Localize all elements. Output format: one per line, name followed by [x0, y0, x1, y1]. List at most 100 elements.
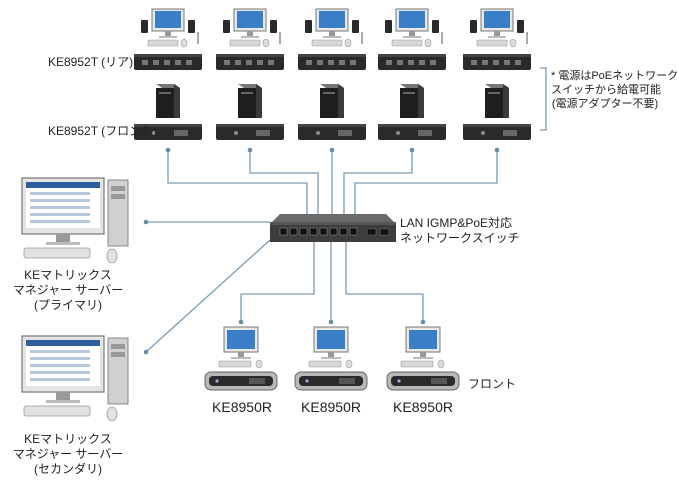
tower-pc-icon: [238, 84, 262, 118]
speaker-icon: [432, 20, 439, 33]
mouse-icon: [255, 359, 263, 369]
secondary-server-label: KEマトリックス マネジャー サーバー (セカンダリ): [8, 432, 128, 477]
transmitter-column: [134, 8, 202, 140]
switch-port: [319, 227, 328, 236]
keyboard-icon: [23, 247, 91, 259]
power-note: * 電源はPoEネットワーク スイッチから給電可能 (電源アダプター不要): [551, 69, 678, 111]
tower-pc-icon: [485, 84, 509, 118]
mouse-icon: [345, 359, 353, 369]
ke8952t-rear-unit: [463, 54, 531, 70]
ke8950r-unit: [204, 371, 278, 391]
keyboard-icon: [147, 39, 179, 47]
ke8950r-unit: [386, 371, 460, 391]
power-note-line: * 電源はPoEネットワーク: [551, 70, 678, 82]
switch-port: [349, 227, 358, 236]
switch-port: [299, 227, 308, 236]
speaker-icon: [352, 20, 359, 33]
switch-label: LAN IGMP&PoE対応 ネットワークスイッチ: [400, 216, 520, 246]
primary-label-line: マネジャー サーバー: [12, 283, 124, 297]
speaker-icon: [470, 20, 477, 33]
ke8952t-front-unit: [298, 124, 366, 140]
ke8952t-front-unit: [216, 124, 284, 140]
receiver-model-1: KE8950R: [212, 399, 272, 415]
ke8952t-rear-unit: [298, 54, 366, 70]
rear-label: KE8952T (リア): [48, 55, 134, 69]
speaker-icon: [270, 20, 277, 33]
mouse-icon: [424, 38, 432, 48]
speaker-icon: [517, 20, 524, 33]
ke8952t-rear-unit: [216, 54, 284, 70]
mouse-icon: [106, 248, 118, 264]
tower-pc-icon: [400, 84, 424, 118]
switch-port: [309, 227, 318, 236]
ke8952t-front-unit: [463, 124, 531, 140]
receiver-column: [386, 326, 460, 391]
transmitter-column: [463, 8, 531, 140]
network-switch: [270, 214, 396, 242]
connection-lines: [145, 67, 547, 353]
monitor-icon: [480, 8, 514, 38]
keyboard-icon: [218, 360, 252, 368]
receiver-model-2: KE8950R: [301, 399, 361, 415]
receiver-column: [204, 326, 278, 391]
front-label: KE8952T (フロント): [48, 124, 158, 138]
receiver-model-3: KE8950R: [393, 399, 453, 415]
speaker-icon: [141, 20, 148, 33]
speaker-icon: [305, 20, 312, 33]
keyboard-icon: [308, 360, 342, 368]
speaker-icon: [188, 20, 195, 33]
monitor-icon: [21, 177, 105, 245]
mouse-icon: [106, 406, 118, 422]
switch-port: [339, 227, 348, 236]
switch-port: [289, 227, 298, 236]
power-note-line: スイッチから給電可能: [551, 84, 661, 96]
mouse-icon: [437, 359, 445, 369]
switch-port: [329, 227, 338, 236]
switch-label-line: ネットワークスイッチ: [400, 231, 520, 245]
keyboard-icon: [391, 39, 423, 47]
secondary-label-line: マネジャー サーバー: [12, 447, 124, 461]
monitor-icon: [223, 326, 259, 359]
monitor-icon: [313, 326, 349, 359]
tower-pc-icon: [156, 84, 180, 118]
tower-pc-icon: [107, 179, 129, 247]
ke8952t-front-unit: [134, 124, 202, 140]
speaker-icon: [385, 20, 392, 33]
transmitter-column: [378, 8, 446, 140]
switch-label-line: LAN IGMP&PoE対応: [400, 216, 513, 230]
mouse-icon: [509, 38, 517, 48]
monitor-icon: [21, 335, 105, 403]
secondary-label-line: KEマトリックス: [24, 432, 112, 446]
monitor-icon: [405, 326, 441, 359]
keyboard-icon: [400, 360, 434, 368]
primary-server-label: KEマトリックス マネジャー サーバー (プライマリ): [8, 268, 128, 313]
receiver-front-label: フロント: [468, 377, 517, 391]
monitor-icon: [233, 8, 267, 38]
manager-server-primary: [21, 177, 129, 264]
transmitter-columns: [134, 8, 531, 140]
transmitter-column: [216, 8, 284, 140]
speaker-icon: [223, 20, 230, 33]
keyboard-icon: [229, 39, 261, 47]
network-diagram: [21, 8, 547, 422]
keyboard-icon: [23, 405, 91, 417]
primary-label-line: KEマトリックス: [24, 268, 112, 282]
monitor-icon: [151, 8, 185, 38]
manager-server-secondary: [21, 335, 129, 422]
mouse-icon: [180, 38, 188, 48]
monitor-icon: [315, 8, 349, 38]
ke8952t-rear-unit: [378, 54, 446, 70]
switch-port: [279, 227, 288, 236]
power-note-line: (電源アダプター不要): [551, 98, 659, 110]
keyboard-icon: [311, 39, 343, 47]
secondary-label-line: (セカンダリ): [34, 462, 102, 476]
mouse-icon: [262, 38, 270, 48]
receiver-units: [204, 326, 460, 391]
tower-pc-icon: [107, 337, 129, 405]
tower-pc-icon: [320, 84, 344, 118]
link-dots: [143, 147, 500, 355]
ke8952t-front-unit: [378, 124, 446, 140]
transmitter-column: [298, 8, 366, 140]
keyboard-icon: [476, 39, 508, 47]
ke8952t-rear-unit: [134, 54, 202, 70]
